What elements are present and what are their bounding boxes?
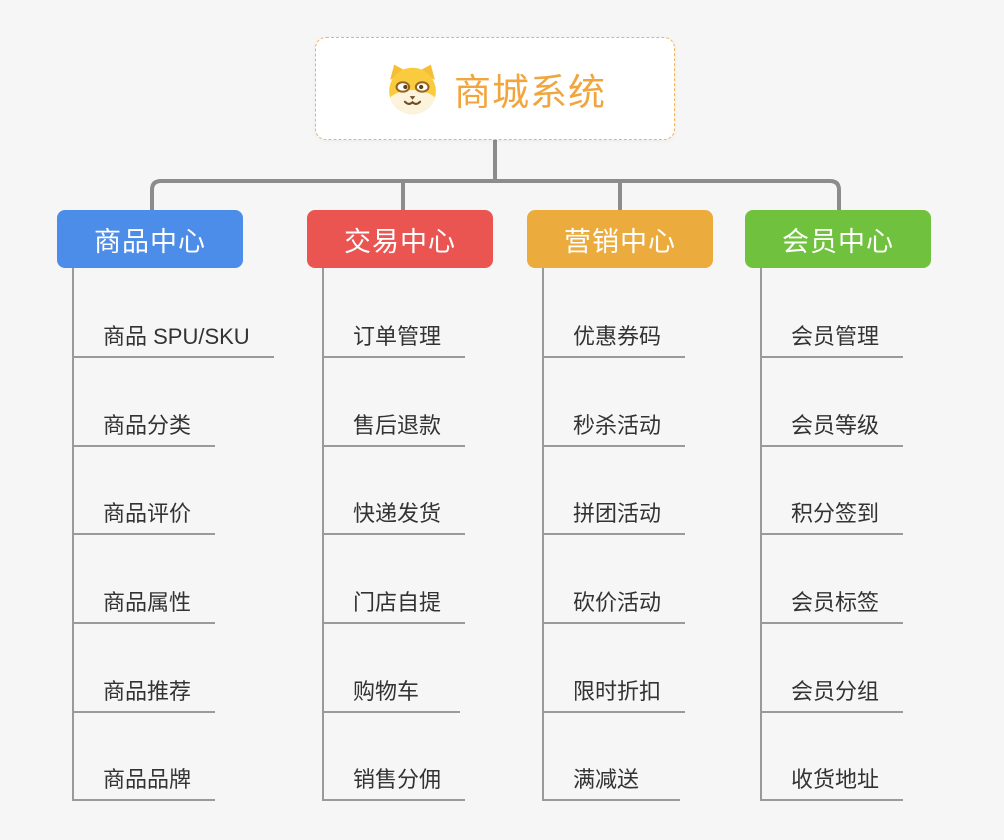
branch-node-trade-center[interactable]: 交易中心 — [307, 210, 493, 268]
tree-connector-lines — [150, 139, 841, 210]
subtopic-item[interactable]: 秒杀活动 — [542, 407, 686, 447]
subtopic-item[interactable]: 积分签到 — [760, 495, 904, 535]
subtopic-item[interactable]: 商品评价 — [72, 495, 216, 535]
branch-node-marketing-center[interactable]: 营销中心 — [527, 210, 713, 268]
subtopic-item[interactable]: 会员标签 — [760, 584, 904, 624]
subtopic-item[interactable]: 门店自提 — [322, 584, 466, 624]
dog-icon — [389, 64, 436, 114]
subtopic-item[interactable]: 商品品牌 — [72, 761, 216, 801]
subtopic-item[interactable]: 拼团活动 — [542, 495, 686, 535]
subtopic-item[interactable]: 商品推荐 — [72, 673, 216, 713]
subtopic-item[interactable]: 优惠券码 — [542, 318, 686, 358]
subtopic-item[interactable]: 会员管理 — [760, 318, 904, 358]
branch-trade-center: 交易中心 订单管理 售后退款 快递发货 门店自提 购物车 销售分佣 — [307, 210, 557, 820]
root-node-title: 商城系统 — [454, 71, 606, 113]
subtopic-item[interactable]: 收货地址 — [760, 761, 904, 801]
subtopic-item[interactable]: 商品分类 — [72, 407, 216, 447]
branch-member-center: 会员中心 会员管理 会员等级 积分签到 会员标签 会员分组 收货地址 — [745, 210, 995, 820]
subtopic-item[interactable]: 会员分组 — [760, 673, 904, 713]
branch-node-product-center[interactable]: 商品中心 — [57, 210, 243, 268]
branch-marketing-center: 营销中心 优惠券码 秒杀活动 拼团活动 砍价活动 限时折扣 满减送 — [527, 210, 777, 820]
root-node-mall-system[interactable]: 商城系统 — [315, 37, 675, 140]
subtopic-item[interactable]: 购物车 — [322, 673, 460, 713]
subtopic-item[interactable]: 限时折扣 — [542, 673, 686, 713]
subtopic-item[interactable]: 砍价活动 — [542, 584, 686, 624]
subtopic-item[interactable]: 商品属性 — [72, 584, 216, 624]
subtopic-item[interactable]: 快递发货 — [322, 495, 466, 535]
subtopic-item[interactable]: 订单管理 — [322, 318, 466, 358]
branch-node-member-center[interactable]: 会员中心 — [745, 210, 931, 268]
subtopic-item[interactable]: 售后退款 — [322, 407, 466, 447]
subtopic-item[interactable]: 会员等级 — [760, 407, 904, 447]
subtopic-item[interactable]: 商品 SPU/SKU — [72, 318, 274, 358]
subtopic-item[interactable]: 满减送 — [542, 761, 680, 801]
branch-product-center: 商品中心 商品 SPU/SKU 商品分类 商品评价 商品属性 商品推荐 商品品牌 — [57, 210, 307, 820]
subtopic-item[interactable]: 销售分佣 — [322, 761, 466, 801]
